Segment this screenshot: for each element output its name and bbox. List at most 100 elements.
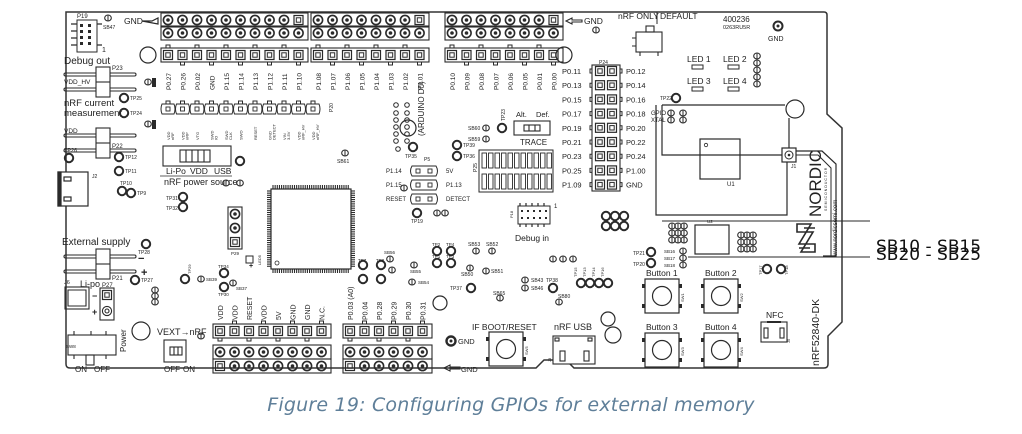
- p24-right-label: GND: [626, 181, 643, 190]
- p21-label: P21: [112, 276, 123, 282]
- sb65-label: SB65: [493, 291, 505, 297]
- led3-label: LED 3: [687, 76, 711, 86]
- p24-pin: [594, 165, 606, 176]
- header-pin: [220, 14, 232, 26]
- vext-off-label: OFF: [164, 365, 180, 374]
- p2-pin-label: P0.29: [392, 302, 399, 320]
- p24-left-label: P0.13: [562, 81, 582, 90]
- tp30-label: TP30: [218, 292, 229, 297]
- trace-switch[interactable]: [513, 120, 551, 136]
- tp15-label: TP15: [573, 267, 578, 277]
- if-boot-reset-label: IF BOOT/RESET: [472, 322, 537, 332]
- button3-label: Button 3: [646, 322, 678, 332]
- debug-in-pins: [521, 210, 547, 219]
- header-pin: [417, 346, 428, 358]
- pin-label: P1.14: [239, 73, 246, 90]
- sb16-label: SB16: [664, 249, 676, 254]
- sb80-label: SB80: [558, 294, 570, 300]
- p1-pin-label: GND: [291, 304, 298, 320]
- tp37-label: TP37: [450, 286, 462, 292]
- header-pin: [249, 27, 261, 39]
- callout-sb20-sb25: SB20 - SB25: [876, 245, 982, 265]
- p1-pin-label: RESET: [247, 296, 254, 320]
- vext-switch[interactable]: [163, 339, 187, 363]
- p2-pin-label: P0.28: [377, 302, 384, 320]
- nrf-power-source-switch[interactable]: [162, 145, 232, 167]
- nrf-usb-connector: [552, 335, 596, 365]
- header-pin-square: [533, 49, 545, 61]
- debug-pin-label: DETECT: [272, 123, 277, 140]
- board-name: nRF52840-DK: [810, 299, 822, 366]
- header-pin-square: [388, 325, 399, 337]
- arduino-area: [393, 102, 410, 152]
- gnd-corner-label: GND: [768, 36, 784, 43]
- pin-label: P0.07: [494, 73, 501, 90]
- header-pin-square: [312, 49, 324, 61]
- p23-label: P23: [112, 66, 123, 72]
- tp36-label: TP36: [463, 154, 475, 160]
- header-pin-square: [293, 49, 304, 61]
- tp34-label: TP34: [218, 264, 229, 269]
- trace-alt-label: Alt.: [516, 110, 527, 119]
- header-pin: [344, 346, 356, 358]
- p5-left-label: P1.14: [386, 169, 402, 175]
- tp21-label: TP21: [633, 251, 645, 257]
- button2-label: Button 2: [705, 268, 737, 278]
- header-pin: [385, 27, 396, 39]
- pin-label: P0.02: [195, 73, 202, 90]
- pin-label: P0.01: [537, 73, 544, 90]
- debug-pin-label: SWD: [224, 131, 229, 140]
- header-pin: [461, 27, 472, 39]
- button-2[interactable]: [700, 278, 742, 314]
- pin-label: P1.02: [403, 73, 410, 90]
- vext-on-label: ON: [183, 365, 195, 374]
- header-pin: [490, 14, 501, 26]
- sb-column-right: [753, 52, 761, 88]
- header-pin: [177, 27, 188, 39]
- header-pin-square: [278, 49, 290, 61]
- header-pin: [229, 360, 240, 372]
- header-pin: [293, 27, 304, 39]
- arduino-d0-label: (ARDUINO D0): [417, 81, 426, 136]
- gpio-label: GPIO: [651, 111, 666, 117]
- debug-pin-label: VDD: [297, 131, 302, 140]
- sb51-label: SB51: [491, 269, 503, 275]
- led4-label: LED 4: [723, 76, 747, 86]
- header-pin-square: [206, 49, 217, 61]
- header-pin: [162, 27, 174, 39]
- header-pin-square: [243, 325, 255, 337]
- nordic-subtext: SEMICONDUCTOR: [824, 167, 828, 211]
- j6-label: J6: [64, 280, 70, 286]
- header-pin-square: [402, 325, 414, 337]
- header-pin: [475, 27, 487, 39]
- sb46-label: SB46: [531, 286, 543, 292]
- p1-pin-label: GND: [305, 304, 312, 320]
- nrf-only-switch[interactable]: [632, 25, 663, 56]
- p24-left-label: P1.09: [562, 181, 582, 190]
- button-4[interactable]: [700, 332, 742, 368]
- button-3[interactable]: [641, 332, 683, 368]
- header-pin: [533, 27, 545, 39]
- header-pin: [177, 14, 188, 26]
- module-outline: [655, 105, 788, 216]
- header-pin: [316, 360, 327, 372]
- header-pin: [414, 27, 425, 39]
- p24-left-label: P0.25: [562, 166, 582, 175]
- p24-left-label: P0.21: [562, 138, 582, 147]
- if-boot-reset-button[interactable]: [485, 331, 527, 367]
- p24-pin: [606, 151, 618, 162]
- tp20-label: TP20: [633, 262, 645, 268]
- header-pin: [327, 14, 338, 26]
- p20-debug-header: [160, 100, 321, 115]
- pin-label: P1.08: [316, 73, 323, 90]
- gnd-mid-label: GND: [458, 337, 475, 346]
- sw1-label: SW1: [680, 293, 685, 302]
- power-switch[interactable]: [67, 331, 117, 366]
- debug-pin-label: SWO: [239, 130, 244, 140]
- lipo-minus: −: [92, 291, 97, 301]
- button-1[interactable]: [641, 278, 683, 314]
- header-pin-square: [287, 325, 298, 337]
- p24-pin: [594, 136, 606, 148]
- header-pin: [243, 346, 255, 358]
